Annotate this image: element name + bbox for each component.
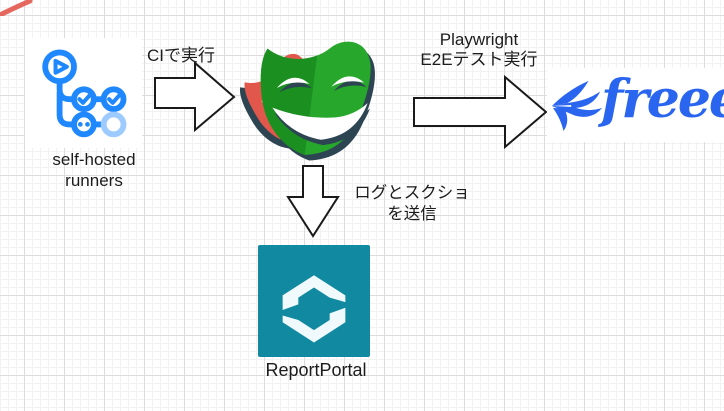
- github-actions-workflow-icon: [42, 49, 127, 138]
- edge-e2e-label-line1: Playwright: [439, 30, 519, 49]
- freee-swallow-icon: [551, 80, 603, 132]
- arrow-e2e-right: [413, 74, 548, 150]
- reportportal-node: [258, 245, 370, 357]
- github-actions-label-line2: runners: [65, 171, 123, 190]
- freee-node: freee: [547, 68, 724, 142]
- arrow-logs-down: [286, 165, 340, 238]
- reportportal-hexagon-icon: [282, 275, 346, 343]
- red-stroke-artifact: [0, 0, 33, 16]
- playwright-masks-icon: [239, 41, 375, 161]
- reportportal-label: ReportPortal: [265, 360, 367, 380]
- edge-ci-label: CIで実行: [147, 46, 215, 65]
- edge-e2e-label: Playwright E2Eテスト実行: [400, 30, 558, 70]
- edge-logs-label: ログとスクショ を送信: [342, 183, 482, 225]
- github-actions-label-line1: self-hosted: [52, 150, 136, 169]
- edge-logs-label-line1: ログとスクショ: [354, 184, 470, 202]
- github-actions-node: [25, 38, 142, 148]
- freee-wordmark: freee: [601, 69, 724, 130]
- edge-e2e-label-line2: E2Eテスト実行: [420, 50, 538, 69]
- arrow-ci-right: [154, 60, 236, 133]
- playwright-green-mask: [260, 41, 375, 161]
- edge-logs-label-line2: を送信: [387, 205, 437, 223]
- github-actions-label: self-hosted runners: [26, 149, 162, 191]
